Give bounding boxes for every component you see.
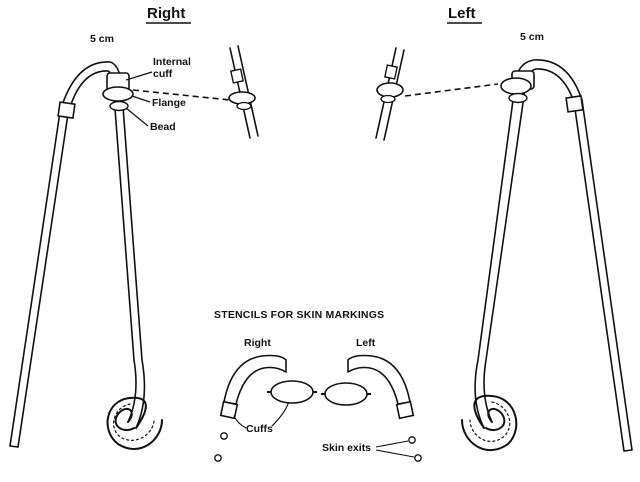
- skin-exits-pointer-upper: [375, 440, 409, 448]
- cuffs-pointer-right: [271, 403, 289, 427]
- flange-label: Flange: [152, 97, 186, 109]
- left-inset-detail: [375, 47, 405, 141]
- left-length-label: 5 cm: [520, 31, 544, 43]
- cuffs-label: Cuffs: [246, 423, 273, 435]
- stencil-right: Right: [214, 337, 317, 462]
- stencil-left: Left: [321, 337, 422, 462]
- left-title: Left: [448, 5, 476, 22]
- left-catheter: [461, 59, 633, 452]
- flange-pointer: [131, 95, 151, 103]
- left-coil: [461, 394, 518, 451]
- right-catheter: [9, 61, 163, 450]
- internal-cuff-pointer: [125, 71, 153, 81]
- right-flange: [102, 86, 134, 102]
- bead-pointer: [125, 107, 149, 127]
- stencil-right-label: Right: [244, 337, 271, 349]
- left-bead: [508, 92, 528, 104]
- skin-exits-pointer-lower: [375, 449, 415, 458]
- right-coil: [106, 396, 163, 450]
- left-inset-leader: [404, 83, 499, 97]
- right-bead: [109, 100, 129, 112]
- skin-exits-label: Skin exits: [322, 442, 371, 454]
- right-length-label: 5 cm: [90, 33, 114, 45]
- cuffs-pointer-left: [233, 415, 247, 429]
- right-subcutaneous-cuff: [57, 101, 76, 119]
- stencil-left-label: Left: [356, 337, 376, 349]
- stencils-heading: STENCILS FOR SKIN MARKINGS: [214, 309, 384, 321]
- right-inset-detail: [228, 45, 259, 139]
- internal-cuff-label-line2: cuff: [153, 68, 173, 80]
- right-inset-leader: [132, 89, 231, 101]
- right-title: Right: [147, 5, 185, 22]
- bead-label: Bead: [150, 121, 176, 133]
- internal-cuff-label-line1: Internal: [153, 56, 191, 68]
- left-flange: [500, 77, 532, 95]
- left-subcutaneous-cuff: [565, 95, 584, 113]
